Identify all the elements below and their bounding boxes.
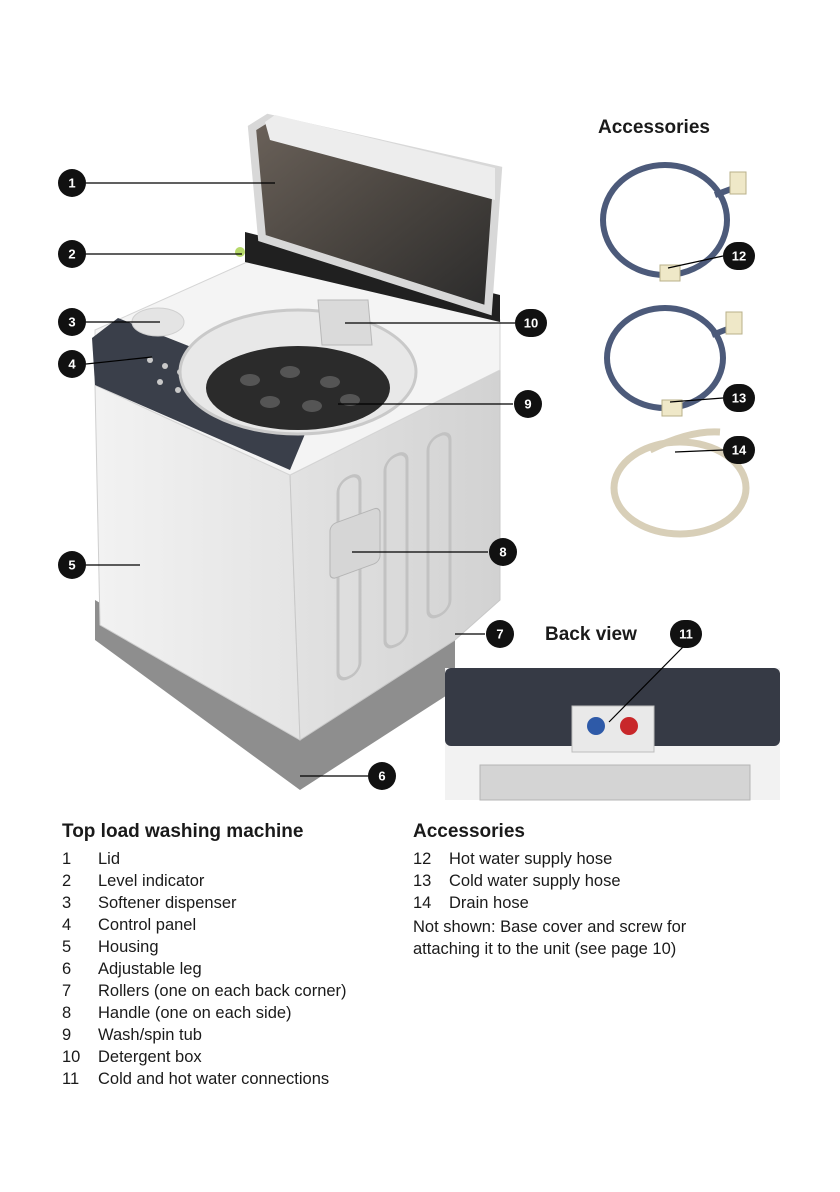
back-view-label: Back view	[545, 624, 637, 645]
svg-text:7: 7	[496, 627, 503, 642]
svg-text:1: 1	[68, 176, 75, 191]
svg-text:14: 14	[732, 443, 747, 458]
callout-7: 7	[486, 620, 514, 648]
parts-legend-title: Top load washing machine	[62, 821, 304, 842]
svg-text:6: 6	[378, 769, 385, 784]
machine-base	[95, 600, 455, 790]
svg-text:4: 4	[68, 357, 76, 372]
svg-text:8: 8	[499, 545, 506, 560]
hot-water-inlet	[620, 717, 638, 735]
back-view-illustration	[445, 668, 780, 801]
not-shown-note: Not shown: Base cover and screw for atta…	[413, 918, 687, 958]
callout-3: 3	[58, 308, 86, 336]
callout-11: 11	[670, 620, 702, 648]
drain-hose	[610, 428, 750, 538]
svg-text:13: 13	[732, 391, 746, 406]
accessories-heading: Accessories	[598, 117, 710, 138]
washing-machine-diagram: Accessories Back view	[58, 113, 780, 801]
cold-water-hose	[604, 305, 743, 417]
callout-8: 8	[489, 538, 517, 566]
svg-text:3: 3	[68, 315, 75, 330]
cold-water-inlet	[587, 717, 605, 735]
side-handle	[329, 507, 381, 579]
accessories-legend-title: Accessories	[413, 821, 525, 842]
hot-water-hose	[600, 162, 747, 282]
svg-text:5: 5	[68, 558, 75, 573]
callout-5: 5	[58, 551, 86, 579]
svg-text:9: 9	[524, 397, 531, 412]
callout-1: 1	[58, 169, 86, 197]
svg-text:12: 12	[732, 249, 746, 264]
callout-2: 2	[58, 240, 86, 268]
leader-lines	[85, 182, 724, 777]
wash-tub	[206, 346, 390, 430]
svg-text:2: 2	[68, 247, 75, 262]
svg-text:11: 11	[679, 627, 693, 642]
callout-14: 14	[723, 436, 755, 464]
svg-text:10: 10	[524, 316, 538, 331]
washing-machine	[92, 113, 503, 790]
callout-9: 9	[514, 390, 542, 418]
callout-10: 10	[515, 309, 547, 337]
callout-12: 12	[723, 242, 755, 270]
callout-4: 4	[58, 350, 86, 378]
callout-13: 13	[723, 384, 755, 412]
callout-6: 6	[368, 762, 396, 790]
